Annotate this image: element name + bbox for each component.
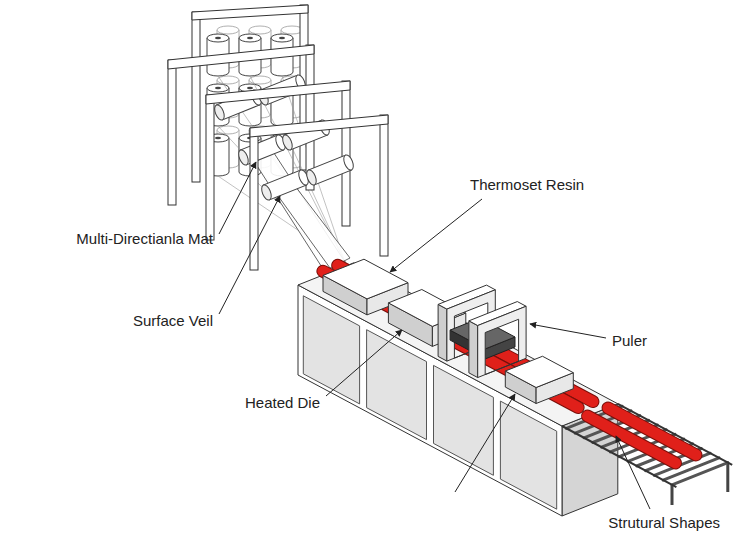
leader-line xyxy=(616,436,650,509)
leader-line xyxy=(219,162,256,234)
frame-beam xyxy=(250,115,388,137)
veil-sheet xyxy=(276,186,350,268)
veil-roll xyxy=(305,154,355,187)
leader-line xyxy=(219,196,280,314)
creel-beam xyxy=(192,5,308,20)
part-label: Heated Die xyxy=(245,394,320,411)
resin-bath-top xyxy=(323,259,408,299)
part-label: Thermoset Resin xyxy=(470,176,584,193)
part-label: Multi-Directianla Mat xyxy=(76,230,213,247)
frame-post xyxy=(168,60,176,205)
mat-roll xyxy=(237,134,287,167)
profile-rod-outline xyxy=(588,416,676,463)
creel-post xyxy=(192,12,200,182)
puller-frame xyxy=(469,321,478,378)
puller-frame xyxy=(438,304,447,361)
finished-shape xyxy=(588,416,676,463)
frame-post xyxy=(342,81,350,226)
leader-line xyxy=(326,330,402,396)
frame-post xyxy=(380,115,388,256)
frame-post xyxy=(206,95,214,240)
leader-line xyxy=(455,394,515,492)
part-label: Puler xyxy=(612,332,647,349)
frame-post xyxy=(250,128,258,270)
leader-line xyxy=(390,199,482,272)
conveyor-leg xyxy=(672,463,728,505)
leader-line xyxy=(530,324,606,338)
part-label: Surface Veil xyxy=(133,312,213,329)
conveyor-rollers xyxy=(566,406,727,485)
veil-roll xyxy=(260,169,310,202)
conveyor-rail xyxy=(562,404,732,487)
part-label: Strutural Shapes xyxy=(608,514,720,531)
frame-beam xyxy=(206,81,350,104)
frame-beam xyxy=(168,45,314,69)
cutoff-top xyxy=(505,356,573,387)
